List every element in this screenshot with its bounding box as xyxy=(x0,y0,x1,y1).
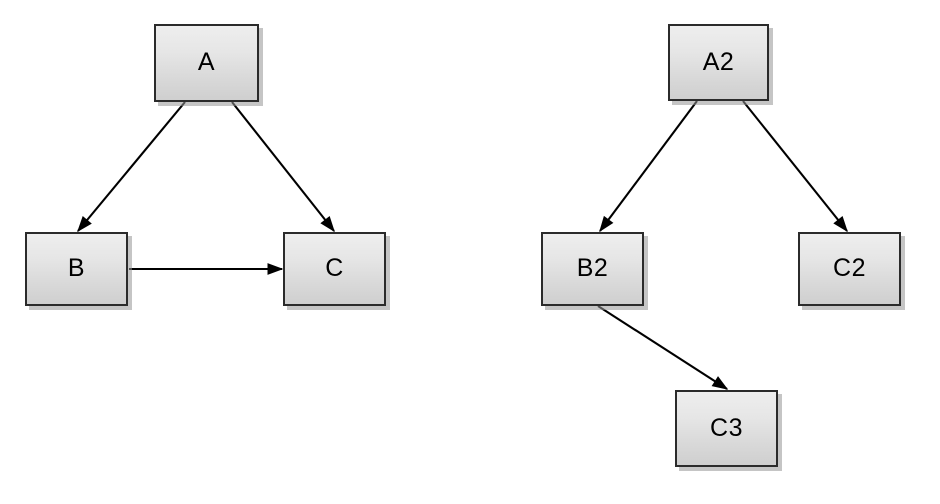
edge-a2-to-c2[interactable] xyxy=(742,100,848,233)
arrowhead-icon xyxy=(267,263,284,275)
node-label-c2: C2 xyxy=(833,254,866,282)
arrowhead-icon xyxy=(320,215,335,233)
node-label-a2: A2 xyxy=(702,47,735,76)
edge-a2-to-b2[interactable] xyxy=(599,100,698,233)
node-label-b2: B2 xyxy=(576,254,609,282)
edge-a-to-b[interactable] xyxy=(77,101,186,233)
arrowhead-icon xyxy=(599,215,614,233)
node-a2[interactable]: A2 xyxy=(668,24,769,101)
node-label-c3: C3 xyxy=(710,413,743,442)
node-b2[interactable]: B2 xyxy=(541,232,644,306)
arrowhead-icon xyxy=(77,216,92,233)
edge-b-to-c[interactable] xyxy=(129,263,284,275)
arrowhead-icon xyxy=(833,215,848,233)
arrowhead-icon xyxy=(711,376,729,390)
node-label-c: C xyxy=(325,254,344,282)
node-label-a: A xyxy=(197,48,216,76)
node-c3[interactable]: C3 xyxy=(675,390,778,467)
node-b[interactable]: B xyxy=(25,232,128,306)
edge-a-to-c[interactable] xyxy=(231,101,335,233)
edge-b2-to-c3[interactable] xyxy=(597,305,729,390)
node-label-b: B xyxy=(67,254,86,282)
node-a[interactable]: A xyxy=(154,24,259,102)
node-c[interactable]: C xyxy=(283,232,386,306)
node-c2[interactable]: C2 xyxy=(798,232,901,306)
